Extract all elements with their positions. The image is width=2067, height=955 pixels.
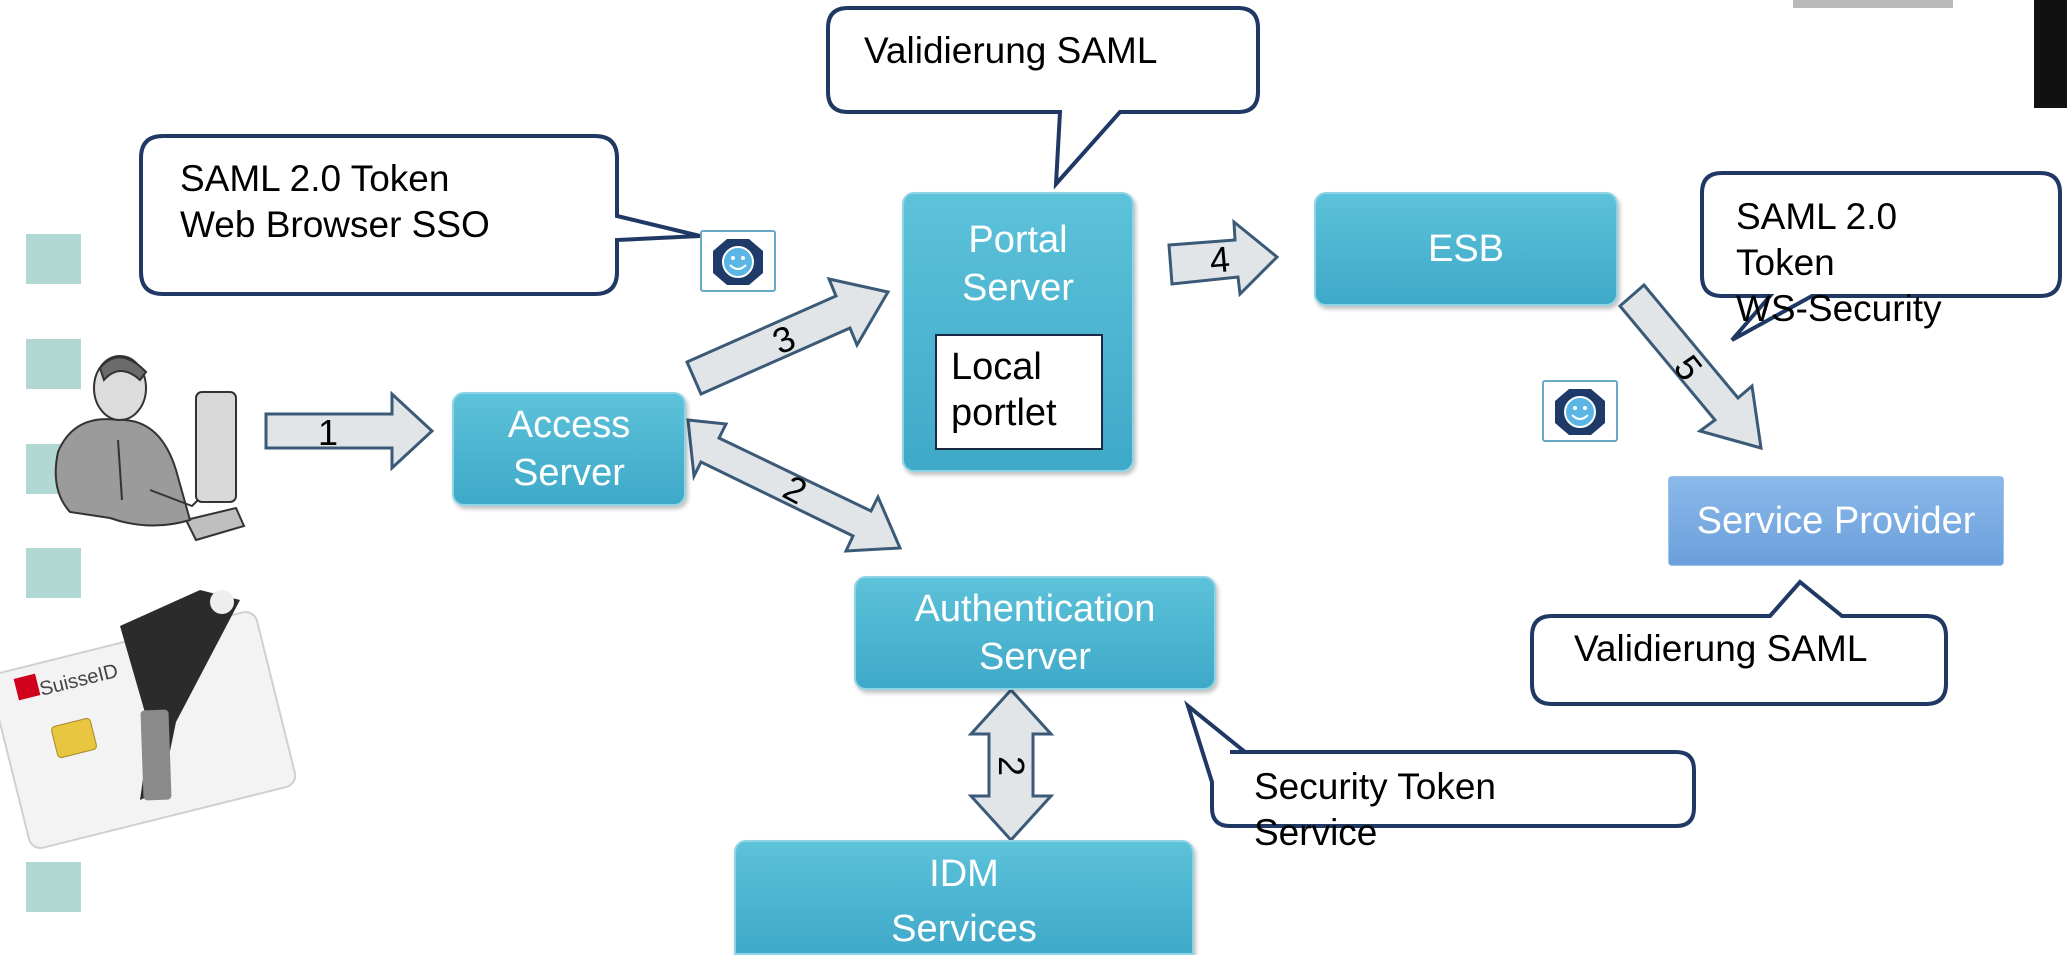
local-portlet-label-1: Local [951,346,1042,388]
esb-label: ESB [1427,228,1505,270]
access-server-node: Access Server [452,392,686,506]
idm-services-label-1: IDM [929,853,999,895]
callout-top-validation-text: Validierung SAML [864,30,1158,71]
corner-block [2034,0,2067,108]
callout-sts-text: Security Token Service [1254,766,1496,853]
access-server-label-2: Server [513,452,625,494]
decor-square [26,339,81,389]
callout-browser-sso-text: SAML 2.0 Token Web Browser SSO [180,158,490,245]
arrow-5 [1617,282,1763,451]
local-portlet-box: Local portlet [935,334,1103,450]
arrow-1-label: 1 [318,412,338,453]
access-server-label-1: Access [507,404,631,446]
arrow-2 [686,418,903,553]
authentication-server-label-1: Authentication [914,588,1156,630]
user-at-computer-illustration [54,355,246,542]
arrow-3 [685,276,891,396]
portal-server-label-1: Portal [968,219,1068,261]
idm-services-node: IDM Services [734,840,1194,955]
service-provider-label: Service Provider [1696,500,1976,542]
callout-ws-security-text: SAML 2.0 Token WS-Security [1736,196,1942,329]
saml-token-icon [1542,380,1618,442]
callout-sts [1184,700,1696,828]
arrow-4-label: 4 [1208,238,1232,281]
corner-bar [1793,0,1953,8]
callout-sp-validation [1530,579,1948,706]
arrow-4 [1167,218,1280,298]
decor-square [26,234,81,284]
callout-browser-sso [139,134,701,296]
callout-sp-validation-text: Validierung SAML [1574,628,1868,669]
saml-token-icon [700,230,776,292]
esb-node: ESB [1314,192,1618,306]
local-portlet-label-2: portlet [951,392,1057,434]
callout-top-validation [826,6,1260,190]
callout-ws-security [1700,171,2062,342]
authentication-server-label-2: Server [979,636,1091,678]
idm-services-label-2: Services [891,908,1037,950]
smiley-icon [1555,389,1605,435]
authentication-server-node: Authentication Server [854,576,1216,690]
portal-server-label-2: Server [962,267,1074,309]
suisseid-card-illustration: SuisseID [0,590,297,849]
decor-square [26,862,81,912]
smiley-icon [713,239,763,285]
decor-square [26,548,81,598]
arrow-2-vertical-label: 2 [991,756,1032,776]
arrow-1 [264,390,435,472]
service-provider-node: Service Provider [1668,476,2004,566]
